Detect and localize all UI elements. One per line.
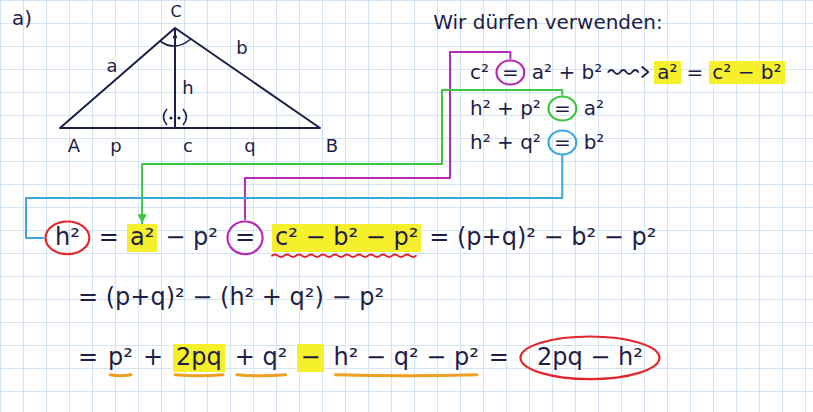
term-text: =: [235, 223, 255, 251]
vertex-label: B: [326, 136, 338, 157]
triangle: [60, 28, 320, 128]
side-label: h: [182, 78, 193, 99]
underline: [237, 375, 286, 376]
underline: [110, 375, 131, 376]
vertex-label: C: [170, 3, 181, 21]
equation-term: a² + b²: [532, 61, 602, 84]
highlighted-term: a²: [654, 61, 680, 84]
vertex-label: A: [68, 136, 80, 157]
connector-line: [142, 90, 562, 223]
part-label: a): [12, 7, 32, 30]
right-angle-mark: [164, 109, 168, 125]
circled-term: =: [547, 95, 578, 122]
side-label: b: [236, 38, 247, 59]
equation-term: a²: [584, 97, 604, 120]
equation-term: + q²: [235, 344, 288, 372]
right-angle-mark: [183, 109, 187, 125]
term-text: =: [502, 60, 519, 84]
circle-outline: [46, 222, 90, 255]
term-text: a²: [130, 223, 154, 251]
equation-term: h² − q² − p²: [334, 344, 479, 372]
circled-term: h²: [44, 220, 91, 256]
term-text: =: [554, 130, 571, 154]
term-text: c² − b²: [712, 60, 781, 84]
wavy-underline: [272, 255, 416, 258]
underline: [175, 375, 223, 376]
equation-term: =: [99, 224, 119, 252]
right-angle-dot: [169, 116, 172, 119]
heading: Wir dürfen verwenden:: [433, 11, 663, 34]
highlighted-term: 2pq: [173, 344, 225, 372]
underline: [336, 375, 477, 376]
right-angle-dot: [177, 116, 180, 119]
term-text: c² − b² − p²: [275, 223, 418, 251]
equation-term: h² + p²: [470, 97, 541, 120]
term-text: a²: [657, 60, 677, 84]
circled-term: =: [226, 220, 264, 256]
circle-outline: [520, 337, 659, 380]
circled-term: =: [547, 129, 578, 156]
right-angle-mark: [160, 39, 191, 46]
equation-term: = (p+q)² − (h² + q²) − p²: [78, 284, 384, 312]
circle-outline: [548, 130, 576, 154]
highlighted-term: −: [297, 344, 323, 372]
circle-outline: [497, 60, 525, 84]
equation-term: − p²: [165, 224, 218, 252]
side-label: a: [106, 56, 117, 77]
segment-label: q: [244, 136, 255, 157]
altitude-line: [174, 28, 176, 128]
squiggle-arrow: [608, 70, 638, 74]
equation-term: = (p+q)² − b² − p²: [429, 224, 656, 252]
circle-outline: [548, 96, 576, 120]
equation-term: =: [489, 344, 509, 372]
term-text: =: [554, 96, 571, 120]
term-text: h²: [55, 223, 80, 251]
circled-term: =: [495, 59, 526, 86]
highlighted-term: c² − b²: [709, 61, 784, 84]
equation-term: c²: [470, 61, 489, 84]
term-text: 2pq: [176, 343, 222, 371]
equation-term: p²: [108, 344, 133, 372]
side-label: c: [183, 136, 193, 157]
term-text: −: [300, 343, 320, 371]
equation-term: b²: [584, 131, 605, 154]
equation-term: =: [687, 61, 704, 84]
circle-outline: [227, 222, 262, 255]
highlighted-term: c² − b² − p²: [272, 224, 421, 252]
segment-label: p: [110, 136, 121, 157]
highlighted-term: a²: [127, 224, 157, 252]
term-text: 2pq − h²: [537, 343, 643, 371]
arrow-head: [642, 67, 648, 77]
circled-term: 2pq − h²: [519, 335, 661, 381]
equation-term: =: [78, 344, 98, 372]
equation-term: h² + q²: [470, 131, 541, 154]
right-angle-dot: [173, 35, 177, 39]
equation-term: +: [143, 344, 163, 372]
